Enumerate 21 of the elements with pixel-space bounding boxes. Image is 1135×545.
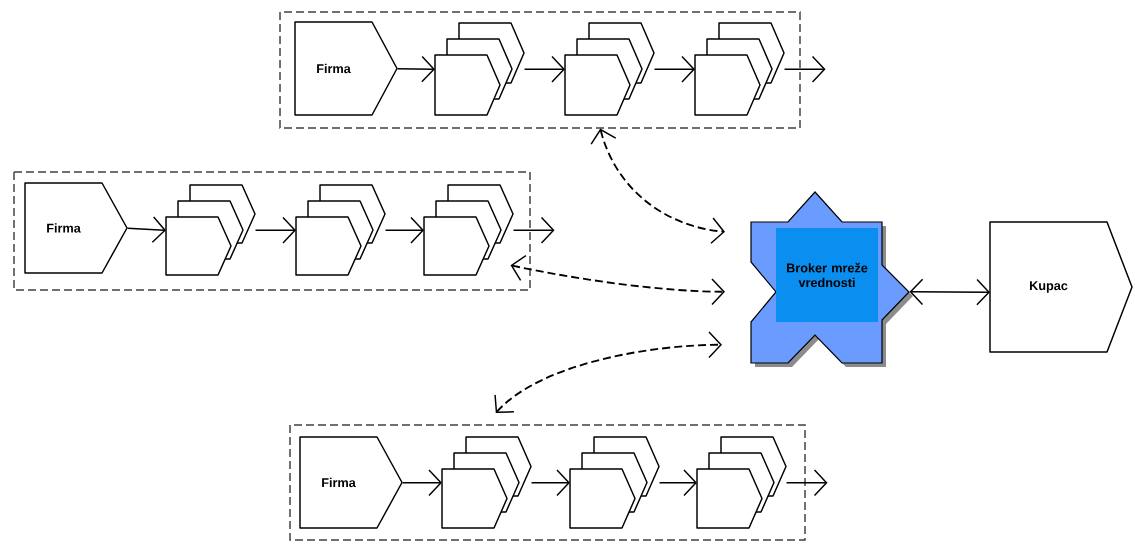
dashed-frame: [289, 424, 806, 541]
arrow: [909, 278, 990, 306]
stacked-chevrons: [696, 436, 787, 529]
stacked-chevrons: [434, 22, 525, 116]
process-box: Kupac: [989, 221, 1133, 353]
stacked-chevrons: [423, 184, 514, 276]
stacked-chevrons: [564, 22, 655, 116]
process-box: Firma: [299, 436, 403, 529]
broker-star: Broker mreže vrednosti: [750, 191, 913, 367]
dashed-frame: [13, 171, 531, 291]
stacked-chevrons: [165, 184, 256, 276]
stacked-chevrons: [295, 184, 386, 276]
stacked-chevrons: [694, 22, 785, 116]
arrow: [494, 331, 722, 413]
arrow: [590, 128, 725, 245]
stacked-chevrons: [441, 436, 532, 529]
stacked-chevrons: [569, 436, 660, 529]
process-box: Firma: [294, 21, 398, 116]
process-box: Firma: [24, 182, 128, 274]
dashed-frame: [279, 11, 801, 129]
arrow: [510, 254, 725, 306]
